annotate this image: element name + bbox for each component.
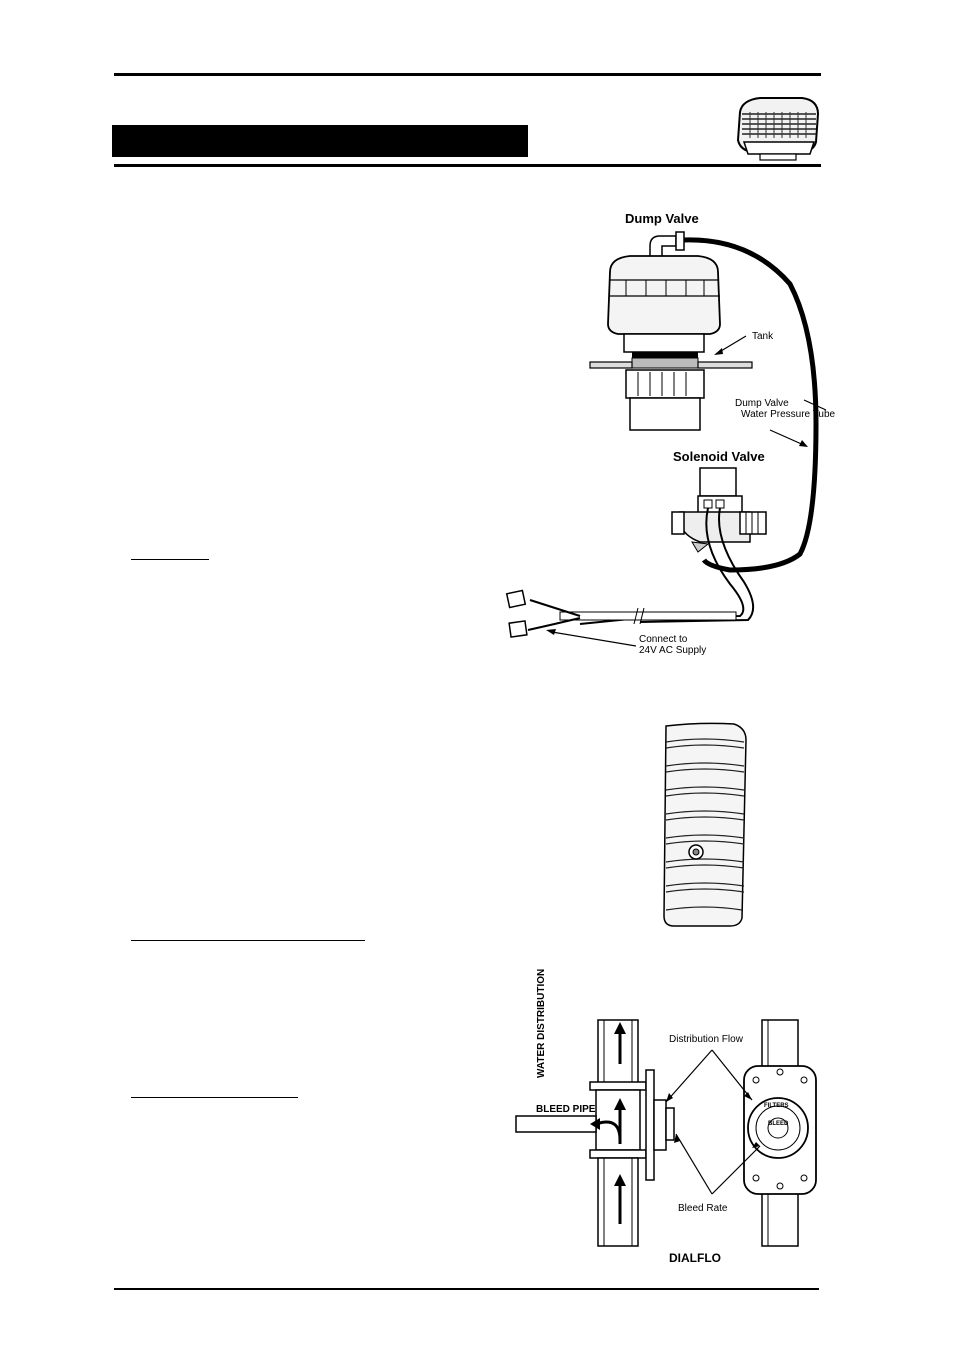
- dump-valve-title: Dump Valve: [625, 211, 699, 226]
- dialflo-caption: DIALFLO: [669, 1251, 721, 1265]
- heading-underline-2: [131, 940, 365, 941]
- header-bottom-rule: [114, 164, 821, 167]
- dialflo-figure: [515, 1019, 817, 1247]
- supply-connectors: [505, 589, 637, 647]
- distribution-flow-label: Distribution Flow: [669, 1034, 743, 1045]
- bleed-pipe-label: BLEED PIPE: [536, 1104, 596, 1115]
- footer-rule: [114, 1288, 819, 1290]
- bleed-rate-label: Bleed Rate: [678, 1203, 728, 1214]
- tube-label-line1: Dump Valve: [735, 398, 789, 409]
- supply-label-line1: Connect to: [639, 634, 688, 645]
- tank-label: Tank: [752, 331, 774, 342]
- dial-filters-text: FILTERS: [764, 1103, 789, 1109]
- dump-valve-figure: [559, 231, 827, 625]
- heading-underline-3: [131, 1097, 298, 1098]
- cooler-unit-image: [736, 97, 820, 161]
- solenoid-valve-title: Solenoid Valve: [673, 449, 765, 464]
- header-top-rule: [114, 73, 821, 76]
- tube-label-line2: Water Pressure Tube: [741, 409, 836, 420]
- supply-label-line2: 24V AC Supply: [639, 645, 707, 656]
- heading-underline-1: [131, 559, 209, 560]
- section-title-bar: [112, 125, 528, 157]
- side-panel-figure: [663, 722, 747, 927]
- dial-bleed-text: BLEED: [768, 1121, 789, 1127]
